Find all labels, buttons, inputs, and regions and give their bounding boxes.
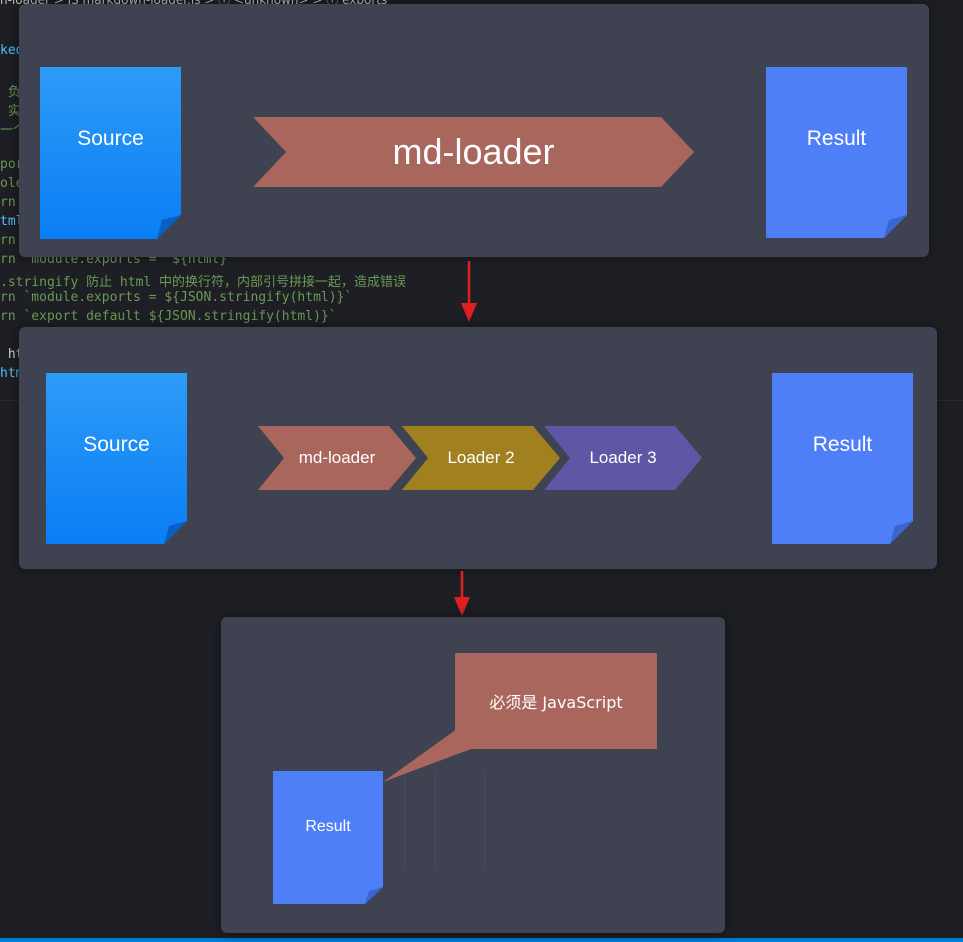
code-line: ole (0, 176, 24, 191)
faint-lines-decoration (404, 770, 486, 870)
code-line: rn `module.exports = ${JSON.stringify(ht… (0, 290, 353, 305)
loader-label: Loader 2 (447, 448, 515, 467)
down-arrow-2 (452, 571, 472, 617)
down-arrow-1 (459, 261, 479, 323)
code-line: por (0, 157, 24, 172)
status-bar (0, 938, 963, 942)
source-document: Source (40, 67, 181, 239)
loader-chevron-md-loader: md-loader (258, 426, 416, 490)
code-line: .stringify 防止 html 中的换行符，内部引号拼接一起，造成错误 (0, 275, 407, 290)
code-line: 负 (0, 85, 21, 100)
callout-box: 必须是 JavaScript (455, 653, 657, 749)
source-label: Source (83, 433, 150, 456)
loader-label: Loader 3 (589, 448, 657, 467)
code-line: ked (0, 43, 24, 58)
result-label: Result (806, 127, 867, 150)
result-document: Result (772, 373, 913, 544)
code-line: 实 (0, 104, 21, 119)
md-loader-label: md-loader (392, 131, 555, 172)
result-document: Result (273, 771, 383, 904)
loader-chevron-loader-2: Loader 2 (402, 426, 560, 490)
code-line: rn (0, 233, 16, 248)
source-document-shape (40, 67, 181, 239)
result-label: Result (305, 818, 351, 835)
single-loader-panel: Source md-loader Result (19, 4, 929, 257)
code-line: tml (0, 214, 24, 229)
loader-label: md-loader (298, 448, 376, 467)
result-document-shape (772, 373, 913, 544)
loader-chevron-loader-3: Loader 3 (544, 426, 702, 490)
source-label: Source (77, 127, 144, 150)
md-loader-chevron: md-loader (253, 117, 694, 187)
code-line: rn `export default ${JSON.stringify(html… (0, 309, 337, 324)
result-document-shape (766, 67, 907, 238)
result-document-shape (273, 771, 383, 904)
code-line: rn (0, 195, 16, 210)
result-document: Result (766, 67, 907, 238)
loader-chain-panel: Source md-loader Loader 2 Loader 3 Resul… (19, 327, 937, 569)
callout-text: 必须是 JavaScript (489, 693, 623, 712)
source-document: Source (46, 373, 187, 544)
source-document-shape (46, 373, 187, 544)
result-label: Result (812, 433, 873, 456)
code-line: htm (0, 366, 24, 381)
breadcrumb[interactable]: n-loader > JS markdown-loader.js > ⓘ <un… (0, 0, 387, 8)
